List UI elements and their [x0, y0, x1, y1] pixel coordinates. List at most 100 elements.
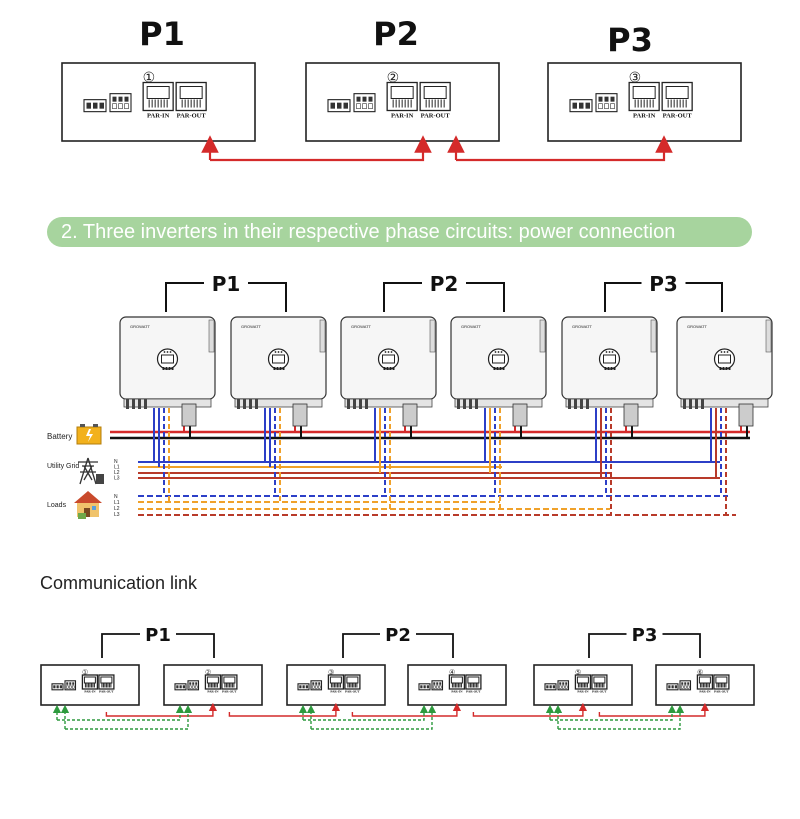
grid-line-letter: N — [114, 459, 118, 465]
inverter-comm-panel-1: ① PAR-IN PAR-OUT — [61, 62, 256, 142]
grid-line-letter: L1 — [114, 465, 120, 471]
brand-logo: GROWATT — [687, 324, 708, 329]
parallel-cable — [351, 702, 462, 717]
par-in-port — [142, 81, 174, 112]
parallel-cable — [598, 702, 710, 717]
unit-number: ⑤ — [575, 669, 581, 677]
group-bracket-p2: P2 — [383, 272, 505, 312]
par-out-port — [344, 674, 361, 690]
terminal-connector — [353, 93, 376, 113]
display-screen — [377, 348, 400, 370]
terminal-connector — [83, 99, 107, 113]
group-bracket-p3: P3 — [604, 272, 723, 312]
group-label: P3 — [649, 272, 678, 296]
inverter-unit-6: GROWATT — [676, 316, 773, 427]
grid-line-letter: L2 — [114, 470, 120, 476]
inverter-unit-1: GROWATT — [119, 316, 216, 427]
terminal-strip — [454, 398, 543, 408]
brand-logo: GROWATT — [351, 324, 372, 329]
par-in-port — [448, 674, 466, 690]
par-in-port — [696, 674, 714, 690]
group-label: P1 — [212, 272, 241, 296]
battery-terminal — [512, 403, 528, 427]
utility-grid-label: Utility Grid — [47, 463, 79, 470]
current-sharing-cable — [303, 704, 429, 721]
par-out-label: PAR-OUT — [99, 690, 114, 694]
display-screen — [156, 348, 179, 370]
unit-number: ④ — [449, 669, 455, 677]
par-in-port — [327, 674, 345, 690]
par-out-port — [465, 674, 482, 690]
terminal-connector — [666, 683, 679, 691]
unit-number: ② — [387, 69, 400, 85]
par-in-port — [204, 674, 222, 690]
par-out-label: PAR-OUT — [466, 690, 481, 694]
terminal-connector — [679, 680, 692, 691]
unit-number: ② — [205, 669, 211, 677]
par-in-label: PAR-IN — [391, 113, 414, 120]
display-screen — [487, 348, 510, 370]
terminal-strip — [234, 398, 323, 408]
current-sharing-cable — [550, 704, 677, 721]
group-title-p2: P2 — [373, 15, 419, 53]
par-in-label: PAR-IN — [451, 690, 463, 694]
par-out-label: PAR-OUT — [222, 690, 237, 694]
par-in-label: PAR-IN — [699, 690, 711, 694]
group-label: P2 — [430, 272, 459, 296]
par-out-label: PAR-OUT — [421, 113, 451, 120]
brand-logo: GROWATT — [130, 324, 151, 329]
terminal-connector — [187, 680, 200, 691]
terminal-strip — [565, 398, 654, 408]
loads-label: Loads — [47, 502, 67, 509]
par-out-port — [591, 674, 608, 690]
terminal-connector — [64, 680, 77, 691]
house-icon — [74, 491, 102, 519]
communication-link-heading: Communication link — [40, 573, 198, 593]
terminal-connector — [418, 683, 431, 691]
load-line-letter: L3 — [114, 512, 120, 518]
unit-number: ① — [143, 69, 156, 85]
terminal-connector — [51, 683, 64, 691]
inverter-unit-5: GROWATT — [561, 316, 658, 427]
par-in-label: PAR-IN — [577, 690, 589, 694]
terminal-connector — [544, 683, 557, 691]
par-out-label: PAR-OUT — [177, 113, 207, 120]
parallel-cable — [472, 702, 588, 717]
battery-terminal — [738, 403, 754, 427]
battery-terminal — [292, 403, 308, 427]
battery-icon — [76, 424, 102, 445]
terminal-strip — [680, 398, 769, 408]
par-out-port — [175, 81, 207, 112]
current-sharing-cable — [65, 704, 193, 730]
terminal-connector — [297, 683, 310, 691]
par-in-port — [81, 674, 99, 690]
par-out-port — [221, 674, 238, 690]
par-out-port — [713, 674, 730, 690]
brand-logo: GROWATT — [572, 324, 593, 329]
battery-terminal — [181, 403, 197, 427]
load-line-letter: N — [114, 494, 118, 500]
terminal-strip — [344, 398, 433, 408]
load-line-letter: L1 — [114, 500, 120, 506]
comm-group-bracket-p3: P3 — [588, 625, 701, 658]
battery-terminal — [402, 403, 418, 427]
display-screen — [713, 348, 736, 370]
battery-label: Battery — [47, 432, 72, 441]
section-banner: 2. Three inverters in their respective p… — [47, 217, 752, 247]
parallel-cable-2 — [456, 135, 673, 162]
par-out-port — [98, 674, 115, 690]
par-in-label: PAR-IN — [84, 690, 96, 694]
current-sharing-cable — [57, 704, 185, 721]
comm-group-bracket-p1: P1 — [101, 625, 215, 658]
comm-group-bracket-p2: P2 — [342, 625, 454, 658]
par-in-label: PAR-IN — [147, 113, 170, 120]
unit-number: ③ — [328, 669, 334, 677]
inverter-unit-3: GROWATT — [340, 316, 437, 427]
